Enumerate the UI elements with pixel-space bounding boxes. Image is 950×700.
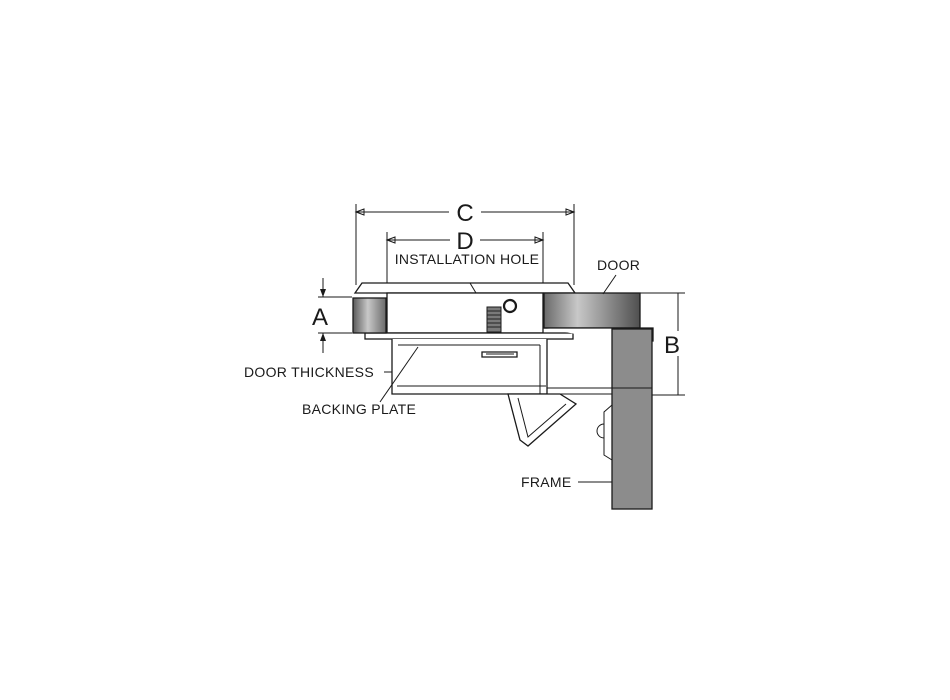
dimension-b: B (640, 292, 685, 396)
door-section-left (352, 297, 387, 334)
door-thickness-label: DOOR THICKNESS (244, 364, 374, 380)
dimension-a-label: A (312, 304, 328, 331)
dimension-a: A (312, 278, 352, 353)
latch-assembly (353, 282, 612, 447)
dimension-d-label: D (456, 228, 473, 255)
dimension-c-label: C (456, 200, 473, 227)
frame-label: FRAME (521, 474, 572, 490)
backing-plate-label: BACKING PLATE (302, 401, 416, 417)
dimension-c: C (354, 200, 576, 285)
backing-plate-leader (379, 346, 419, 403)
installation-hole-label: INSTALLATION HOLE (395, 251, 540, 267)
door-leader (602, 274, 617, 295)
door-label: DOOR (597, 257, 640, 273)
frame-section (596, 328, 653, 510)
dimension-b-label: B (664, 332, 680, 359)
